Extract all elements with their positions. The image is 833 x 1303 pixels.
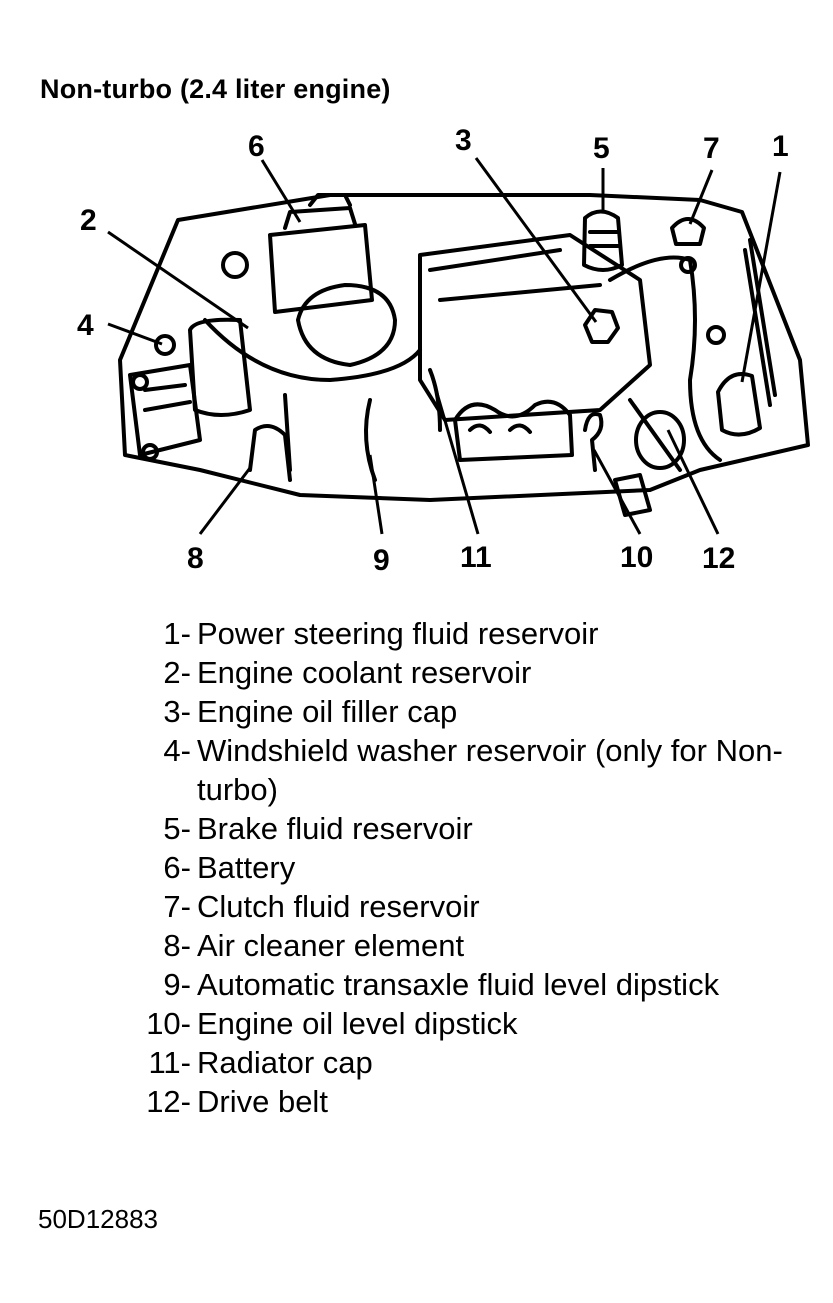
legend-number: 6-: [163, 850, 191, 885]
engine-compartment-diagram: 1 2 3 4 5 6 7 8 9 10 11 12: [77, 124, 810, 577]
callout-5: 5: [593, 132, 610, 165]
callout-11: 11: [460, 541, 492, 574]
leader-line-12: [666, 429, 720, 535]
legend-item: 9- Automatic transaxle fluid level dipst…: [118, 965, 798, 1004]
leader-line-11: [430, 375, 480, 535]
legend-item: 2- Engine coolant reservoir: [118, 653, 798, 692]
legend-number: 5-: [163, 811, 191, 846]
diagram-title: Non-turbo (2.4 liter engine): [40, 74, 391, 104]
legend-item: 5- Brake fluid reservoir: [118, 809, 798, 848]
legend-item: 10- Engine oil level dipstick: [118, 1004, 798, 1043]
leader-line-7: [688, 169, 714, 225]
leader-line-10: [592, 449, 642, 535]
legend-label: Windshield washer reservoir (only for No…: [197, 733, 783, 807]
callout-6: 6: [248, 130, 265, 163]
legend-label: Engine oil level dipstick: [197, 1006, 518, 1041]
callout-7: 7: [703, 132, 720, 165]
leader-line-2: [107, 230, 249, 330]
leader-line-9: [368, 454, 384, 535]
legend-number: 7-: [163, 889, 191, 924]
callout-1: 1: [772, 130, 789, 163]
legend-label: Battery: [197, 850, 296, 885]
legend-item: 4- Windshield washer reservoir (only for…: [118, 731, 798, 809]
legend-number: 8-: [163, 928, 191, 963]
legend-item: 7- Clutch fluid reservoir: [118, 887, 798, 926]
legend-label: Engine coolant reservoir: [197, 655, 532, 690]
legend-number: 12-: [146, 1084, 191, 1119]
parts-legend: 1- Power steering fluid reservoir 2- Eng…: [118, 614, 798, 1121]
legend-label: Engine oil filler cap: [197, 694, 458, 729]
legend-item: 12- Drive belt: [118, 1082, 798, 1121]
legend-item: 11- Radiator cap: [118, 1043, 798, 1082]
leader-line-8: [198, 467, 252, 535]
callout-10: 10: [620, 541, 653, 574]
legend-label: Drive belt: [197, 1084, 328, 1119]
legend-label: Radiator cap: [197, 1045, 373, 1080]
callout-8: 8: [187, 542, 204, 575]
callout-4: 4: [77, 309, 94, 342]
callout-9: 9: [373, 544, 390, 577]
engine-bay-illustration: [118, 193, 810, 517]
callout-2: 2: [80, 204, 97, 237]
legend-number: 3-: [163, 694, 191, 729]
legend-item: 8- Air cleaner element: [118, 926, 798, 965]
legend-number: 9-: [163, 967, 191, 1002]
leader-line-4: [107, 322, 163, 346]
legend-label: Clutch fluid reservoir: [197, 889, 480, 924]
legend-number: 11-: [148, 1045, 191, 1080]
legend-number: 2-: [163, 655, 191, 690]
legend-item: 3- Engine oil filler cap: [118, 692, 798, 731]
legend-label: Brake fluid reservoir: [197, 811, 473, 846]
leader-line-3: [474, 157, 598, 323]
leader-line-6: [260, 159, 302, 223]
legend-label: Automatic transaxle fluid level dipstick: [197, 967, 720, 1002]
figure-id: 50D12883: [38, 1204, 158, 1234]
callout-3: 3: [455, 124, 472, 157]
legend-number: 4-: [163, 733, 191, 768]
callout-12: 12: [702, 542, 735, 575]
legend-number: 10-: [146, 1006, 191, 1041]
leader-line-1: [740, 171, 782, 383]
callout-leader-lines: [107, 157, 782, 535]
legend-number: 1-: [163, 616, 191, 651]
legend-item: 1- Power steering fluid reservoir: [118, 614, 798, 653]
legend-label: Air cleaner element: [197, 928, 465, 963]
legend-item: 6- Battery: [118, 848, 798, 887]
legend-label: Power steering fluid reservoir: [197, 616, 599, 651]
